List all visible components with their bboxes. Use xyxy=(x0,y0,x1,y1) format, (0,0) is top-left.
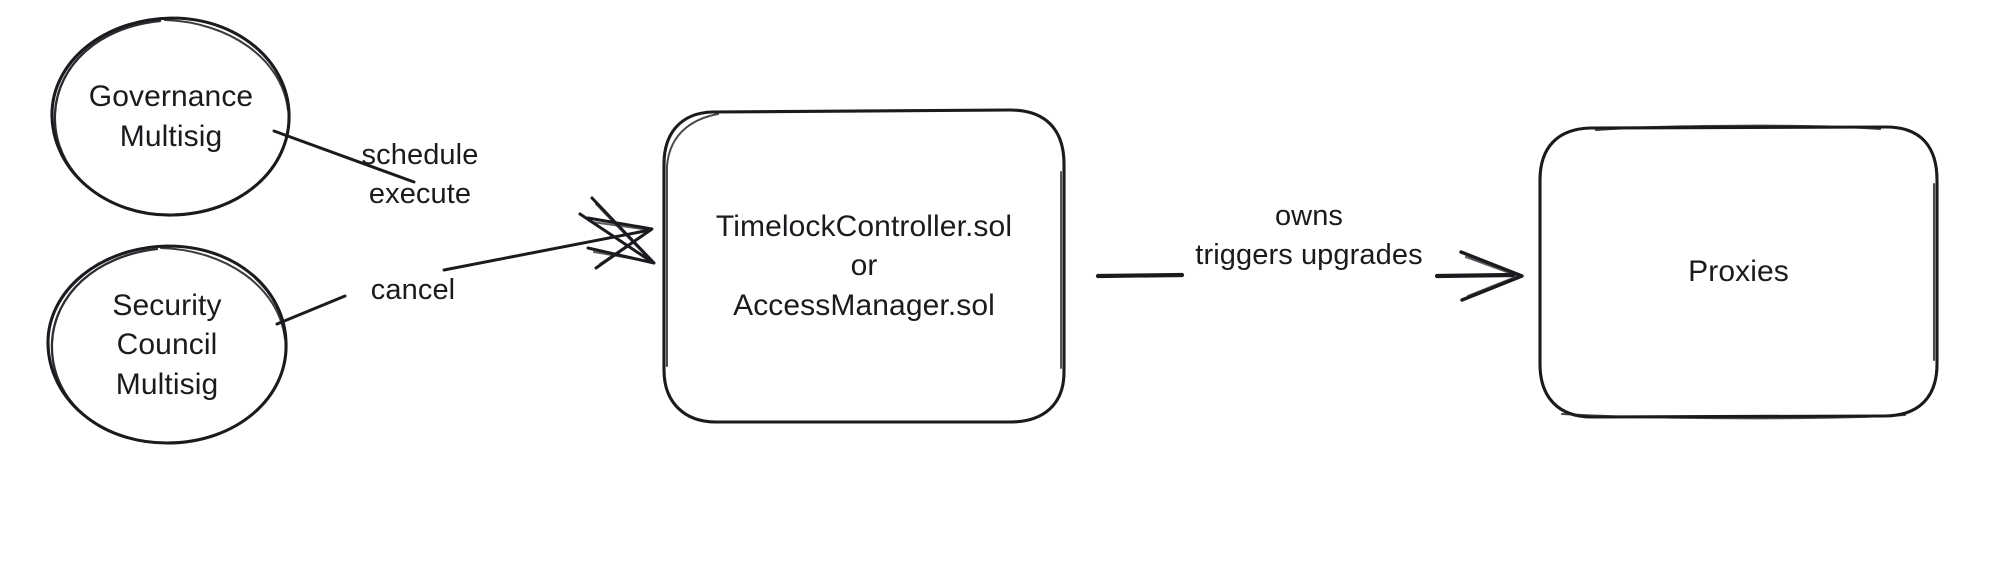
governance-multisig-shape[interactable] xyxy=(50,16,291,217)
edge-label-security-council-to-timelock[interactable]: cancel xyxy=(338,270,488,312)
timelock-to-proxies-edge[interactable] xyxy=(1095,250,1524,302)
timelock-controller-shape[interactable] xyxy=(662,108,1066,424)
execute-label: execute xyxy=(368,178,472,210)
edge-label-timelock-to-proxies[interactable]: owns triggers upgrades xyxy=(1178,190,1440,282)
security-council-multisig-shape[interactable] xyxy=(46,244,288,445)
security-council-to-timelock-edge[interactable] xyxy=(275,216,654,326)
cancel-label: cancel xyxy=(370,274,456,307)
owns-label: owns xyxy=(1274,199,1344,232)
edge-label-governance-to-timelock[interactable]: schedule execute xyxy=(330,130,510,220)
schedule-label: schedule xyxy=(361,138,479,171)
proxies-shape[interactable] xyxy=(1538,124,1939,420)
triggers-upgrades-label: triggers upgrades xyxy=(1195,239,1423,271)
